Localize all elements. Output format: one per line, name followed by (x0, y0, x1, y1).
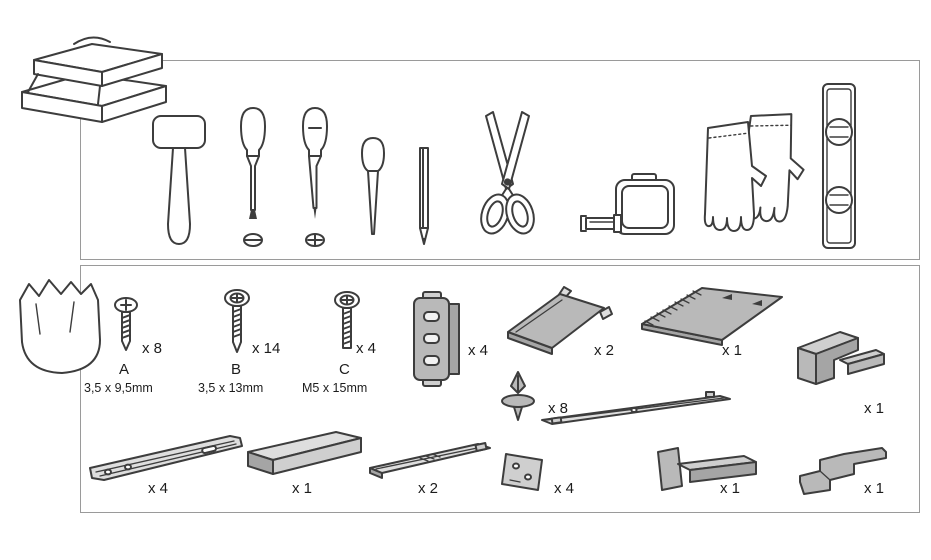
screw-b-icon (220, 288, 254, 358)
corner-bracket-icon (644, 446, 764, 498)
qty-label-screw-c: x 4 (356, 340, 377, 357)
expansion-pin-icon (496, 370, 540, 424)
qty-label-runner-rail: x 2 (418, 480, 439, 497)
gloves-icon (698, 106, 812, 248)
telescopic-rail-icon (538, 390, 736, 432)
qty-label-slide-rail-set: x 4 (554, 480, 575, 497)
spirit-level-icon (816, 80, 862, 252)
qty-label-corner-bracket: x 1 (720, 480, 741, 497)
qty-label-drawer-slide: x 4 (148, 480, 169, 497)
parts-panel (80, 265, 920, 513)
flathead-screwdriver-icon (234, 106, 272, 254)
size-label-screw-c: M5 x 15mm (302, 381, 368, 395)
hook-bracket-icon (788, 320, 890, 394)
bradawl-icon (356, 136, 390, 248)
qty-label-hook-bracket: x 1 (864, 400, 885, 417)
size-label-screw-b: 3,5 x 13mm (198, 381, 264, 395)
wall-hook-icon (794, 446, 890, 498)
pencil-icon (416, 146, 432, 248)
phillips-screwdriver-icon (296, 106, 334, 254)
screw-a-icon (110, 296, 142, 356)
qty-label-corner-cover: x 2 (594, 342, 615, 359)
letter-label-screw-a: A (119, 361, 130, 378)
serrated-cover-icon (636, 280, 788, 350)
support-rail-icon (240, 428, 366, 488)
scissors-icon (466, 110, 548, 242)
mounting-plate-icon (406, 290, 466, 388)
qty-label-screw-a: x 8 (142, 340, 163, 357)
qty-label-support-rail: x 1 (292, 480, 313, 497)
tape-measure-icon (578, 172, 680, 252)
screw-c-icon (330, 290, 364, 356)
letter-label-screw-c: C (339, 361, 350, 378)
slide-plate-icon (498, 444, 554, 494)
parts-bag-icon (12, 270, 106, 378)
mallet-icon (146, 112, 212, 252)
qty-label-serrated-cover: x 1 (722, 342, 743, 359)
drawer-slide-icon (84, 430, 246, 492)
qty-label-screw-b: x 14 (252, 340, 281, 357)
size-label-screw-a: 3,5 x 9,5mm (84, 381, 153, 395)
letter-label-screw-b: B (231, 361, 242, 378)
corner-cover-icon (500, 286, 614, 358)
toolbox-icon (14, 30, 174, 125)
qty-label-wall-hook: x 1 (864, 480, 885, 497)
runner-rail-icon (364, 436, 496, 488)
qty-label-expansion-pin: x 8 (548, 400, 569, 417)
qty-label-mounting-plate: x 4 (468, 342, 489, 359)
